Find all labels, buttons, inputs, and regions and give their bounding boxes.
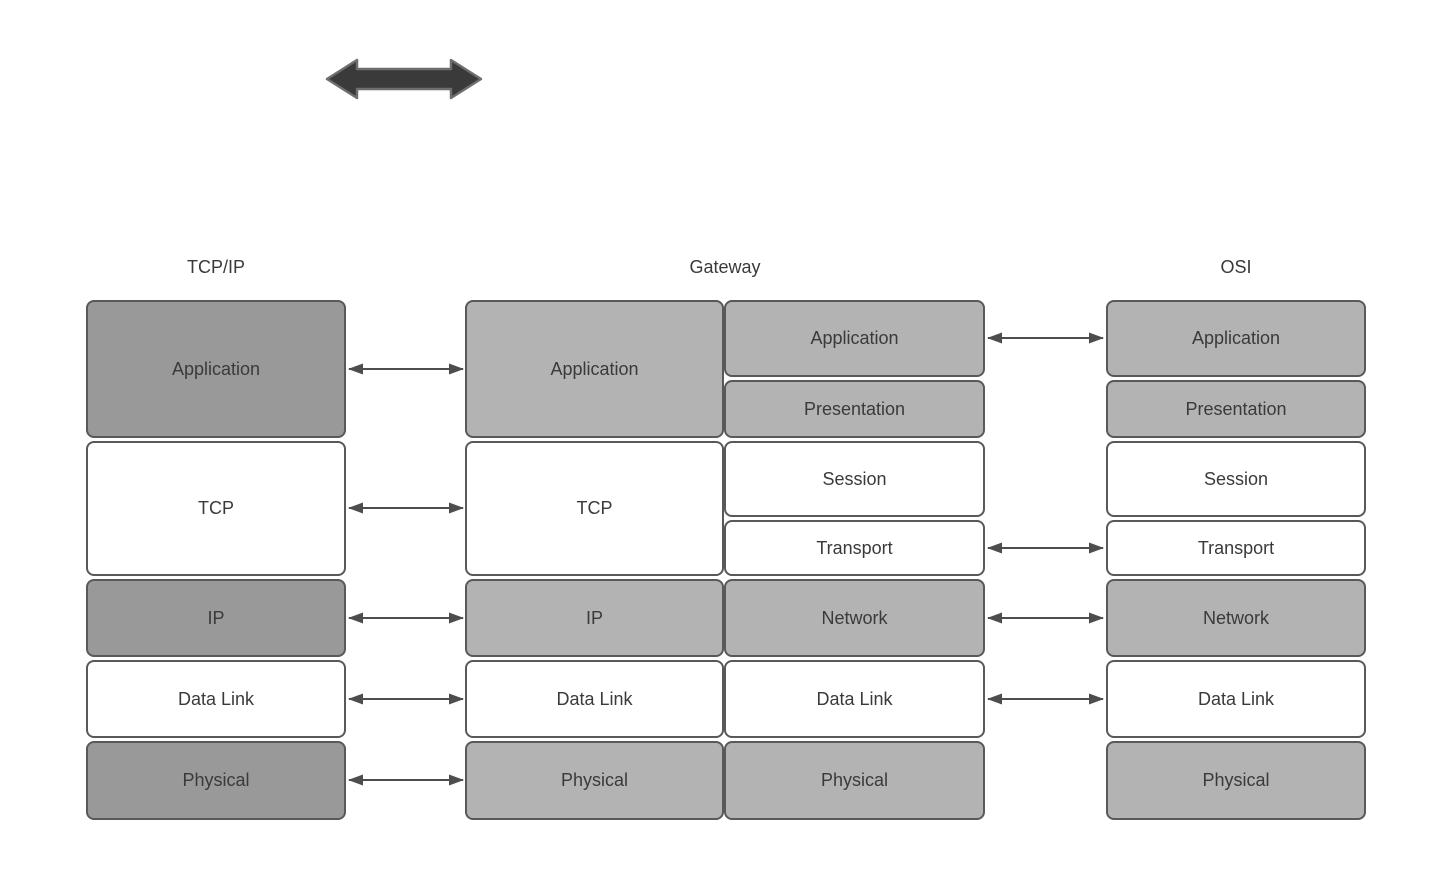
osi-layer-transport: Transport [1106,520,1366,576]
osi-layer-session: Session [1106,441,1366,517]
bidirectional-thick-arrow-icon [325,58,483,100]
tcpip-layer-tcp: TCP [86,441,346,576]
tcpip-layer-physical: Physical [86,741,346,820]
osi-layer-network: Network [1106,579,1366,657]
gateway-right-layer-physical: Physical [724,741,985,820]
gateway-left-layer-application: Application [465,300,724,438]
gateway-right-layer-data-link: Data Link [724,660,985,738]
osi-layer-data-link: Data Link [1106,660,1366,738]
tcpip-layer-ip: IP [86,579,346,657]
gateway-right-layer-application: Application [724,300,985,377]
osi-layer-presentation: Presentation [1106,380,1366,438]
gateway-left-layer-tcp: TCP [465,441,724,576]
gateway-right-layer-session: Session [724,441,985,517]
gateway-left-layer-ip: IP [465,579,724,657]
tcpip-layer-data-link: Data Link [86,660,346,738]
gateway-right-layer-network: Network [724,579,985,657]
tcpip-column-header: TCP/IP [186,257,245,277]
osi-layer-application: Application [1106,300,1366,377]
gateway-right-layer-transport: Transport [724,520,985,576]
tcpip-layer-application: Application [86,300,346,438]
gateway-left-layer-data-link: Data Link [465,660,724,738]
osi-column-header: OSI [1220,257,1252,277]
gateway-left-layer-physical: Physical [465,741,724,820]
osi-layer-physical: Physical [1106,741,1366,820]
gateway-column-header: Gateway [689,257,761,277]
gateway-right-layer-presentation: Presentation [724,380,985,438]
